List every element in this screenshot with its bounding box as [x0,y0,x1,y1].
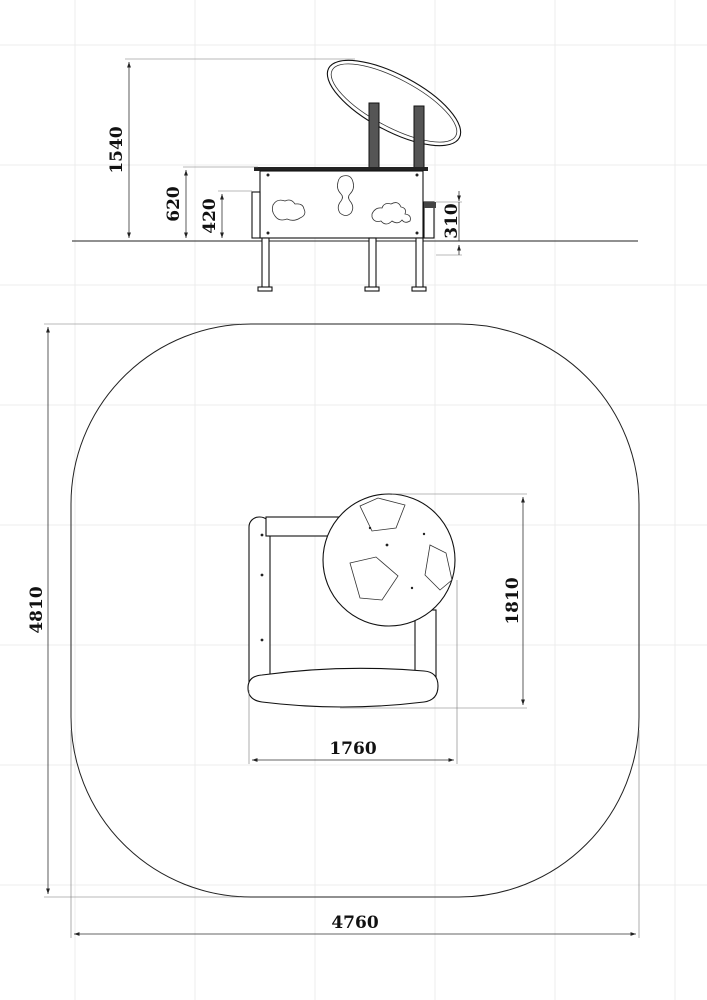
dim-label-height-side: 310 [442,203,462,239]
dim-label-zone-depth: 4810 [27,586,47,633]
canopy-disc [326,59,462,147]
plan-view: 1810 1760 4810 4760 [27,323,640,938]
leg-right [415,237,424,289]
safety-zone-outline [70,323,640,898]
dim-label-width-unit: 1760 [329,739,376,759]
plan-bench-left [248,516,271,693]
front-panel [259,170,424,239]
leg-middle [368,237,377,289]
canopy-post-right [413,105,425,170]
dim-label-zone-width: 4760 [331,913,378,933]
plan-table-disc [322,493,456,627]
bench-left [251,191,261,239]
cutout-island-shape [271,199,306,221]
table-top [254,167,428,171]
plan-pentagon-left [349,556,399,601]
dim-label-height-table: 620 [164,186,184,222]
cutout-peanut-shape [337,175,354,216]
side-elevation-view: 1540 620 420 310 [72,58,638,292]
dim-label-depth-unit: 1810 [503,577,523,624]
cutout-continent-shape [371,202,411,225]
dim-label-height-total: 1540 [107,126,127,173]
dim-label-height-seat: 420 [200,198,220,234]
plan-pentagon-right [424,544,453,591]
canopy-post-left [368,102,380,170]
leg-left [261,237,270,289]
canopy-disc-rim [330,63,458,143]
plan-bench-bottom [247,667,439,708]
